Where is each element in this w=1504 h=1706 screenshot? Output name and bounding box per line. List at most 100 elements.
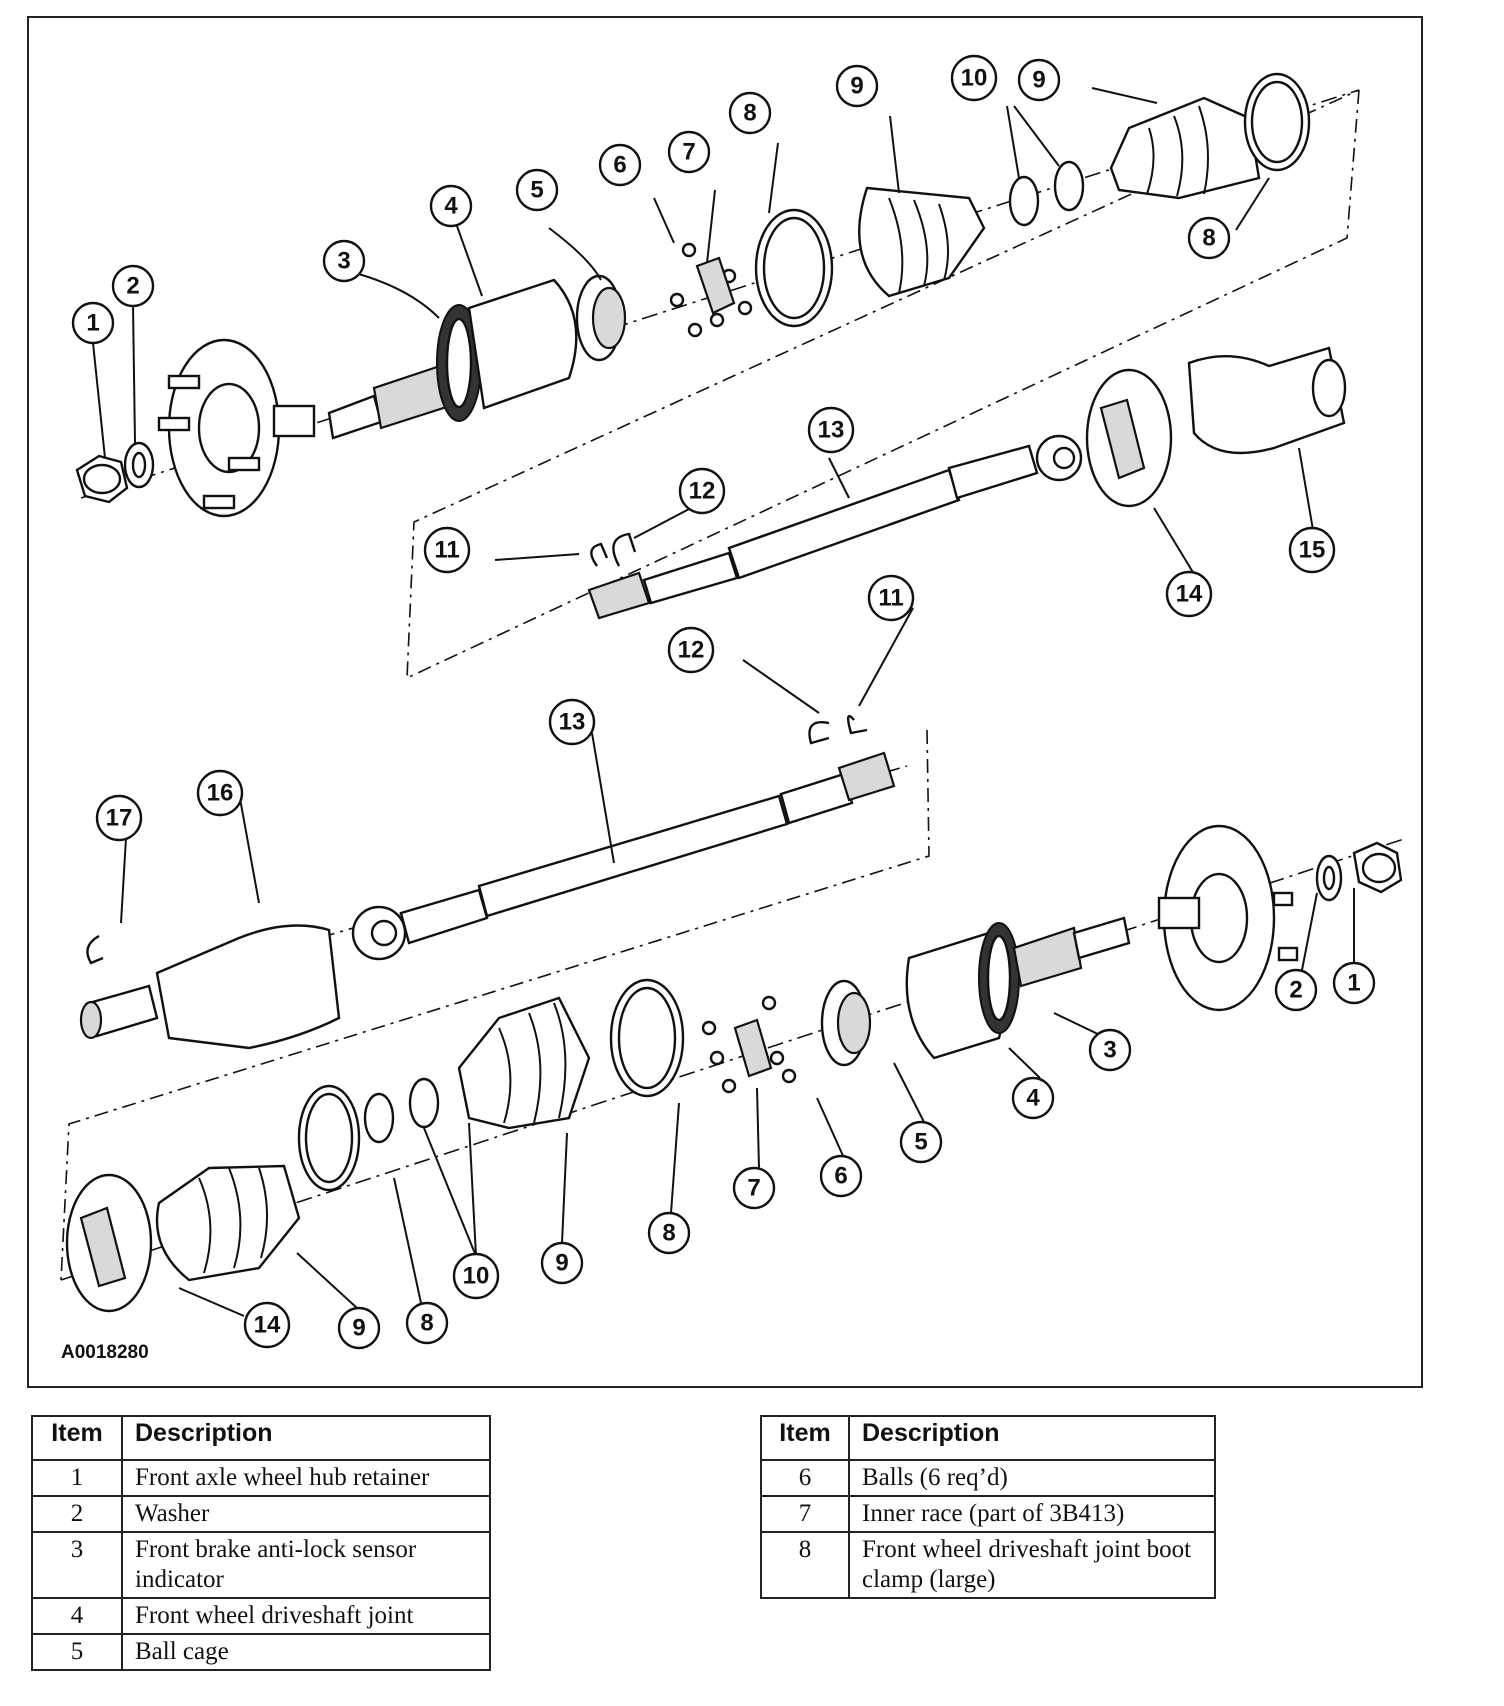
- svg-text:6: 6: [834, 1163, 847, 1190]
- table-header: Item Description: [31, 1415, 491, 1461]
- item-description: Inner race (part of 3B413): [848, 1495, 1216, 1533]
- header-description: Description: [848, 1415, 1216, 1461]
- item-number: 3: [31, 1531, 123, 1599]
- circlip-lower: [86, 934, 104, 965]
- boot-clamp-large-lower: [609, 978, 685, 1098]
- callout-8d: 8: [405, 1301, 449, 1345]
- callout-6: 6: [598, 143, 642, 187]
- table-header: Item Description: [760, 1415, 1216, 1461]
- item-description: Front wheel driveshaft joint boot clamp …: [848, 1531, 1216, 1599]
- callout-8b: 8: [1187, 216, 1231, 260]
- callout-5: 5: [515, 168, 559, 212]
- callout-12b: 12: [667, 626, 715, 674]
- item-number: 4: [31, 1597, 123, 1635]
- svg-text:13: 13: [559, 709, 586, 736]
- circlips-upper: [590, 532, 637, 567]
- joint-boot-lower-outer: [457, 996, 591, 1130]
- callout-3: 3: [322, 239, 366, 283]
- callout-15: 15: [1288, 526, 1336, 574]
- svg-text:12: 12: [678, 637, 705, 664]
- figure-id: A0018280: [61, 1342, 149, 1363]
- callout-10b: 10: [452, 1252, 500, 1300]
- item-description: Washer: [121, 1495, 491, 1533]
- table-row: 3 Front brake anti-lock sensor indicator: [31, 1531, 491, 1599]
- item-number: 6: [760, 1459, 850, 1497]
- table-row: 1 Front axle wheel hub retainer: [31, 1459, 491, 1497]
- table-row: 4 Front wheel driveshaft joint: [31, 1597, 491, 1635]
- svg-text:10: 10: [463, 1263, 490, 1290]
- svg-text:2: 2: [1289, 977, 1302, 1004]
- balls-and-race-lower: [701, 995, 797, 1094]
- svg-text:13: 13: [818, 417, 845, 444]
- joint-boot-lower-inner: [155, 1164, 301, 1282]
- upper-assembly: [75, 72, 1360, 680]
- svg-text:9: 9: [555, 1250, 568, 1277]
- header-item: Item: [31, 1415, 123, 1461]
- callout-5b: 5: [899, 1120, 943, 1164]
- svg-text:7: 7: [682, 139, 695, 166]
- item-description: Balls (6 req’d): [848, 1459, 1216, 1497]
- svg-text:9: 9: [1032, 67, 1045, 94]
- callout-6b: 6: [819, 1154, 863, 1198]
- wheel-hub-upper: [157, 338, 316, 518]
- deflector-ring-upper: [1085, 368, 1173, 508]
- hub-retainer-nut-upper: [75, 454, 129, 504]
- item-number: 2: [31, 1495, 123, 1533]
- svg-text:2: 2: [126, 273, 139, 300]
- callout-1b: 1: [1332, 961, 1376, 1005]
- callout-4b: 4: [1011, 1076, 1055, 1120]
- table-row: 7 Inner race (part of 3B413): [760, 1495, 1216, 1533]
- callout-16: 16: [196, 769, 244, 817]
- svg-text:17: 17: [106, 805, 133, 832]
- svg-text:9: 9: [850, 73, 863, 100]
- svg-text:14: 14: [1176, 581, 1203, 608]
- boot-clamp-large-lower-inner: [297, 1084, 361, 1192]
- header-item: Item: [760, 1415, 850, 1461]
- washer-upper: [123, 441, 155, 489]
- callout-13b: 13: [548, 698, 596, 746]
- svg-text:1: 1: [1347, 970, 1360, 997]
- item-description: Front wheel driveshaft joint: [121, 1597, 491, 1635]
- callout-12: 12: [678, 467, 726, 515]
- driveshaft-joint-upper: [327, 278, 578, 440]
- callout-3b: 3: [1088, 1028, 1132, 1072]
- lower-assembly: [60, 715, 1408, 1313]
- svg-text:7: 7: [747, 1175, 760, 1202]
- intermediate-shaft-upper: [587, 434, 1083, 620]
- hub-retainer-nut-lower: [1352, 841, 1403, 894]
- item-description: Front brake anti-lock sensor indicator: [121, 1531, 491, 1599]
- svg-text:5: 5: [530, 177, 543, 204]
- parts-table-right: Item Description 6 Balls (6 req’d) 7 Inn…: [760, 1415, 1216, 1599]
- table-row: 6 Balls (6 req’d): [760, 1459, 1216, 1497]
- joint-boot-upper-outer: [858, 186, 986, 298]
- svg-text:3: 3: [1103, 1037, 1116, 1064]
- svg-text:8: 8: [743, 100, 756, 127]
- svg-text:6: 6: [613, 152, 626, 179]
- svg-text:8: 8: [662, 1220, 675, 1247]
- item-number: 5: [31, 1633, 123, 1671]
- item-number: 1: [31, 1459, 123, 1497]
- circlips-lower-mid: [808, 715, 868, 745]
- callout-9b: 9: [1017, 58, 1061, 102]
- table-row: 5 Ball cage: [31, 1633, 491, 1671]
- driveshaft-exploded-diagram: 1 2 3 4 5 6 7 8 9 10 9 8 13 12 11 14 15 …: [60, 54, 1408, 1363]
- ball-cage-lower: [820, 979, 872, 1067]
- wheel-hub-lower: [1157, 824, 1299, 1012]
- svg-text:11: 11: [434, 537, 459, 564]
- svg-text:11: 11: [878, 585, 903, 612]
- boot-clamps-small-upper: [1008, 160, 1085, 227]
- item-number: 7: [760, 1495, 850, 1533]
- svg-text:10: 10: [961, 65, 988, 92]
- item-description: Front axle wheel hub retainer: [121, 1459, 491, 1497]
- callout-9c: 9: [540, 1241, 584, 1285]
- callout-8: 8: [728, 91, 772, 135]
- callout-7b: 7: [732, 1166, 776, 1210]
- table-row: 2 Washer: [31, 1495, 491, 1533]
- item-number: 8: [760, 1531, 850, 1599]
- table-row: 8 Front wheel driveshaft joint boot clam…: [760, 1531, 1216, 1599]
- exploded-view-frame: 1 2 3 4 5 6 7 8 9 10 9 8 13 12 11 14 15 …: [27, 16, 1423, 1388]
- svg-text:9: 9: [352, 1315, 365, 1342]
- boot-clamp-large-upper: [754, 208, 834, 328]
- svg-text:4: 4: [1026, 1085, 1040, 1112]
- callout-14b: 14: [243, 1301, 291, 1349]
